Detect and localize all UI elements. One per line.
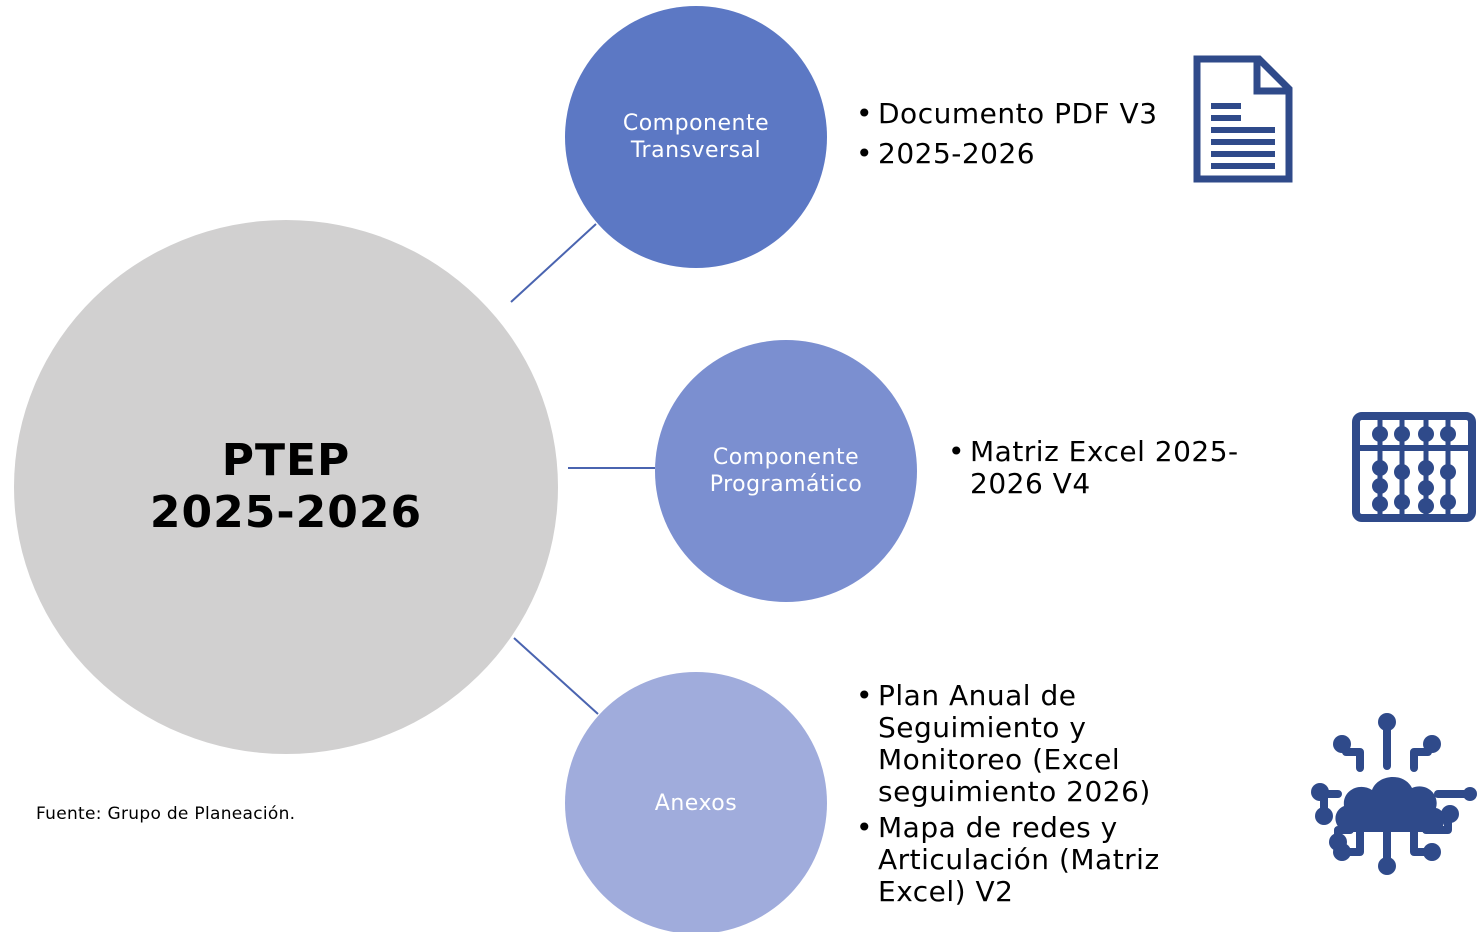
- connector-line-1: [510, 223, 597, 303]
- main-title: PTEP 2025-2026: [150, 435, 422, 539]
- anexos-label: Anexos: [654, 790, 738, 816]
- document-icon: [1193, 55, 1293, 183]
- programatico-bullet-list: Matriz Excel 2025-2026 V4: [948, 436, 1288, 500]
- bullet-item: 2025-2026: [856, 138, 1196, 171]
- component-transversal-label-line2: Transversal: [630, 138, 762, 163]
- main-circle: PTEP 2025-2026: [14, 220, 558, 754]
- anexos-circle: Anexos: [565, 672, 827, 932]
- main-title-line1: PTEP: [221, 435, 351, 486]
- component-programatico-circle: Componente Programático: [655, 340, 917, 602]
- abacus-icon: [1352, 412, 1476, 522]
- bullet-item: Mapa de redes y Articulación (Matriz Exc…: [856, 812, 1196, 908]
- connector-line-3: [513, 637, 599, 715]
- bullet-item: Documento PDF V3: [856, 98, 1196, 131]
- bullet-item: Plan Anual de Seguimiento y Monitoreo (E…: [856, 680, 1196, 808]
- component-programatico-label-line1: Componente: [712, 445, 860, 470]
- component-programatico-label-line2: Programático: [709, 472, 863, 497]
- component-transversal-circle: Componente Transversal: [565, 6, 827, 268]
- source-caption: Fuente: Grupo de Planeación.: [36, 804, 296, 824]
- component-transversal-label-line1: Componente: [622, 111, 770, 136]
- main-title-line2: 2025-2026: [149, 487, 423, 538]
- transversal-bullet-list: Documento PDF V3 2025-2026: [856, 98, 1196, 178]
- bullet-item: Matriz Excel 2025-2026 V4: [948, 436, 1288, 500]
- cloud-network-icon: [1311, 713, 1477, 875]
- anexos-bullet-list: Plan Anual de Seguimiento y Monitoreo (E…: [856, 680, 1196, 912]
